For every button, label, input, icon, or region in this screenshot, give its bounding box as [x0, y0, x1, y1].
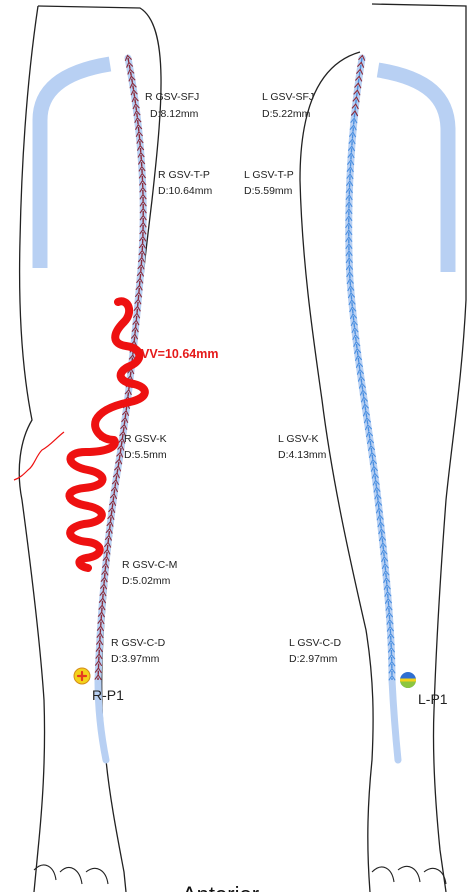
- label-l-gsv-k: L GSV-K: [278, 433, 318, 445]
- label-r-gsv-sfj: R GSV-SFJ: [145, 91, 199, 103]
- right-foot-toes: [34, 865, 108, 884]
- label-r-gsv-tp-diameter: D:10.64mm: [158, 185, 213, 197]
- label-r-gsv-cm: R GSV-C-M: [122, 559, 177, 571]
- left-foot-toes: [372, 866, 446, 884]
- label-l-gsv-tp-diameter: D:5.59mm: [244, 185, 293, 197]
- label-l-gsv-sfj: L GSV-SFJ: [262, 91, 314, 103]
- label-l-gsv-cd-diameter: D:2.97mm: [289, 653, 338, 665]
- left-deep-vein-band: [378, 70, 448, 272]
- view-caption: Anterior: [182, 882, 259, 892]
- label-r-gsv-sfj-diameter: D:8.12mm: [150, 108, 199, 120]
- label-r-gsv-cm-diameter: D:5.02mm: [122, 575, 171, 587]
- label-r-gsv-cd: R GSV-C-D: [111, 637, 166, 649]
- label-l-gsv-cd: L GSV-C-D: [289, 637, 342, 649]
- label-varicose-diameter: VV=10.64mm: [141, 347, 218, 361]
- label-l-gsv-tp: L GSV-T-P: [244, 169, 294, 181]
- right-deep-vein-band: [40, 64, 110, 268]
- label-r-gsv-k: R GSV-K: [124, 433, 167, 445]
- label-r-gsv-k-diameter: D:5.5mm: [124, 449, 167, 461]
- left-gsv-halo: [349, 58, 398, 760]
- label-r-gsv-tp: R GSV-T-P: [158, 169, 210, 181]
- label-l-gsv-sfj-diameter: D:5.22mm: [262, 108, 311, 120]
- left-leg-outline: [300, 52, 373, 892]
- label-r-gsv-cd-diameter: D:3.97mm: [111, 653, 160, 665]
- perforator-marker-left: [400, 672, 416, 688]
- varicose-branch: [14, 432, 64, 480]
- label-l-gsv-k-diameter: D:4.13mm: [278, 449, 327, 461]
- label-r-p1: R-P1: [92, 687, 124, 703]
- perforator-marker-right: [74, 668, 90, 684]
- label-l-p1: L-P1: [418, 691, 448, 707]
